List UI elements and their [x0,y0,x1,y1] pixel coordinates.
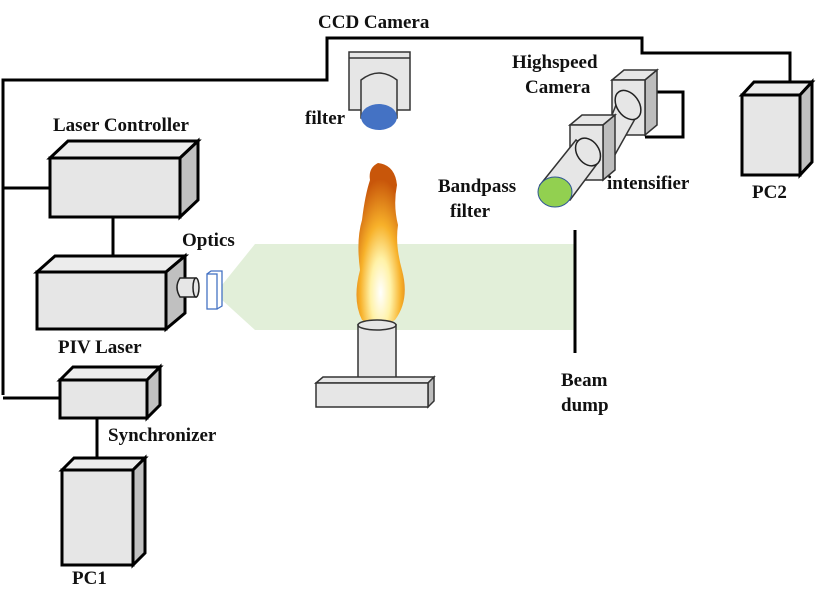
label-ccd-filter: filter [305,108,346,129]
label-dump: dump [561,395,609,416]
laser-controller [46,137,202,221]
label-bandpass: Bandpass [438,176,516,197]
label-highspeed: Highspeed [512,52,598,73]
pc1 [58,454,149,569]
label-pc1: PC1 [72,568,107,589]
piv-laser [33,252,200,333]
label-beam: Beam [561,370,608,391]
optics [206,270,223,310]
wiring [1,36,792,460]
ccd-camera [348,51,411,130]
label-ccd-camera: CCD Camera [318,12,430,33]
label-pc2: PC2 [752,182,787,203]
label-bandpass-filter: filter [450,201,491,222]
burner [313,319,436,409]
label-piv-laser: PIV Laser [58,337,142,358]
label-optics: Optics [182,230,235,251]
synchronizer [56,363,164,422]
label-highspeed-camera: Camera [525,77,591,98]
bandpass-filter [537,176,573,208]
ccd-filter [361,104,397,130]
intensifier [537,113,618,208]
label-synchronizer: Synchronizer [108,425,217,446]
pc2 [738,78,816,179]
label-laser-controller: Laser Controller [53,115,190,136]
label-intensifier: intensifier [607,173,690,194]
flame [356,163,405,325]
